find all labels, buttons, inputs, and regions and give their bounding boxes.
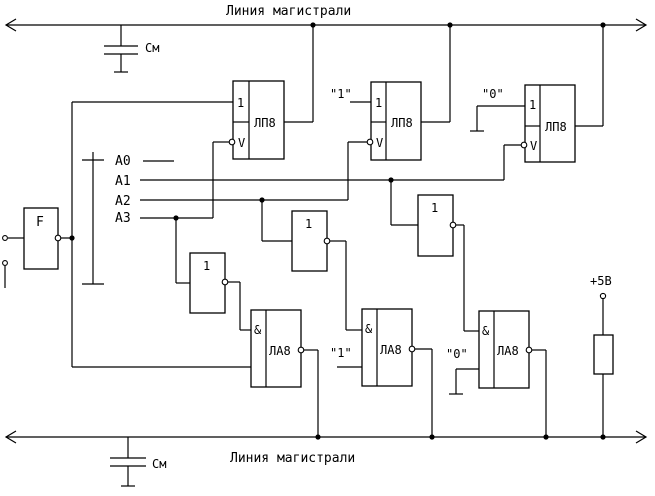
bottom-capacitor-label: Cм	[152, 457, 166, 471]
buffer-2-type-label: ЛП8	[391, 116, 413, 130]
buffer-1-input-label: 1	[237, 96, 244, 110]
buffer-1-type-label: ЛП8	[254, 116, 276, 130]
inverter-3	[417, 194, 457, 257]
nand-gate-1	[250, 309, 305, 388]
buffer-1	[228, 80, 285, 160]
nand-gate-3	[478, 310, 533, 389]
nand-gate-2-and-symbol: &	[365, 322, 373, 336]
nand-gate-1-and-symbol: &	[254, 323, 262, 337]
address-line-a0: A0	[115, 154, 131, 169]
inverter-2-label: 1	[305, 217, 312, 231]
inverter-2	[291, 210, 331, 272]
top-bus-label: Линия магистрали	[226, 4, 351, 19]
buffer-3-enable-label: V	[530, 139, 537, 153]
address-line-a3: A3	[115, 211, 131, 226]
bottom-capacitor	[110, 437, 146, 487]
buffer-3-type-label: ЛП8	[545, 120, 567, 134]
inverter-3-label: 1	[431, 201, 438, 215]
inverter-1	[189, 252, 229, 314]
address-line-a2: A2	[115, 194, 131, 209]
trigger-block	[2, 207, 62, 288]
buffer-2-input-label: 1	[375, 96, 382, 110]
address-bus-bracket	[82, 152, 104, 285]
buffer-2-constant-one: "1"	[330, 87, 352, 101]
buffer-2	[366, 81, 422, 161]
top-bus-line	[4, 18, 648, 32]
buffer-2-enable-label: V	[376, 136, 383, 150]
buffer-3-constant-zero: "0"	[482, 87, 504, 101]
nand-gate-3-constant-zero: "0"	[446, 347, 468, 361]
nand-gate-3-and-symbol: &	[482, 324, 490, 338]
pull-up-resistor	[593, 292, 614, 437]
inverter-1-label: 1	[203, 259, 210, 273]
nand-gate-2-type-label: ЛА8	[380, 343, 402, 357]
power-label: +5В	[590, 274, 612, 288]
top-capacitor-label: Cм	[145, 41, 159, 55]
bottom-bus-line	[4, 430, 648, 444]
nand-gate-2-constant-one: "1"	[330, 346, 352, 360]
nand-gate-1-type-label: ЛА8	[269, 344, 291, 358]
trigger-label: F	[36, 215, 44, 230]
nand-gate-2	[361, 308, 416, 387]
address-line-a1: A1	[115, 174, 131, 189]
top-capacitor	[104, 25, 138, 73]
buffer-3-input-label: 1	[529, 98, 536, 112]
bottom-bus-label: Линия магистрали	[230, 451, 355, 466]
nand-gate-3-type-label: ЛА8	[497, 344, 519, 358]
buffer-1-enable-label: V	[238, 136, 245, 150]
buffer-3	[520, 84, 576, 163]
